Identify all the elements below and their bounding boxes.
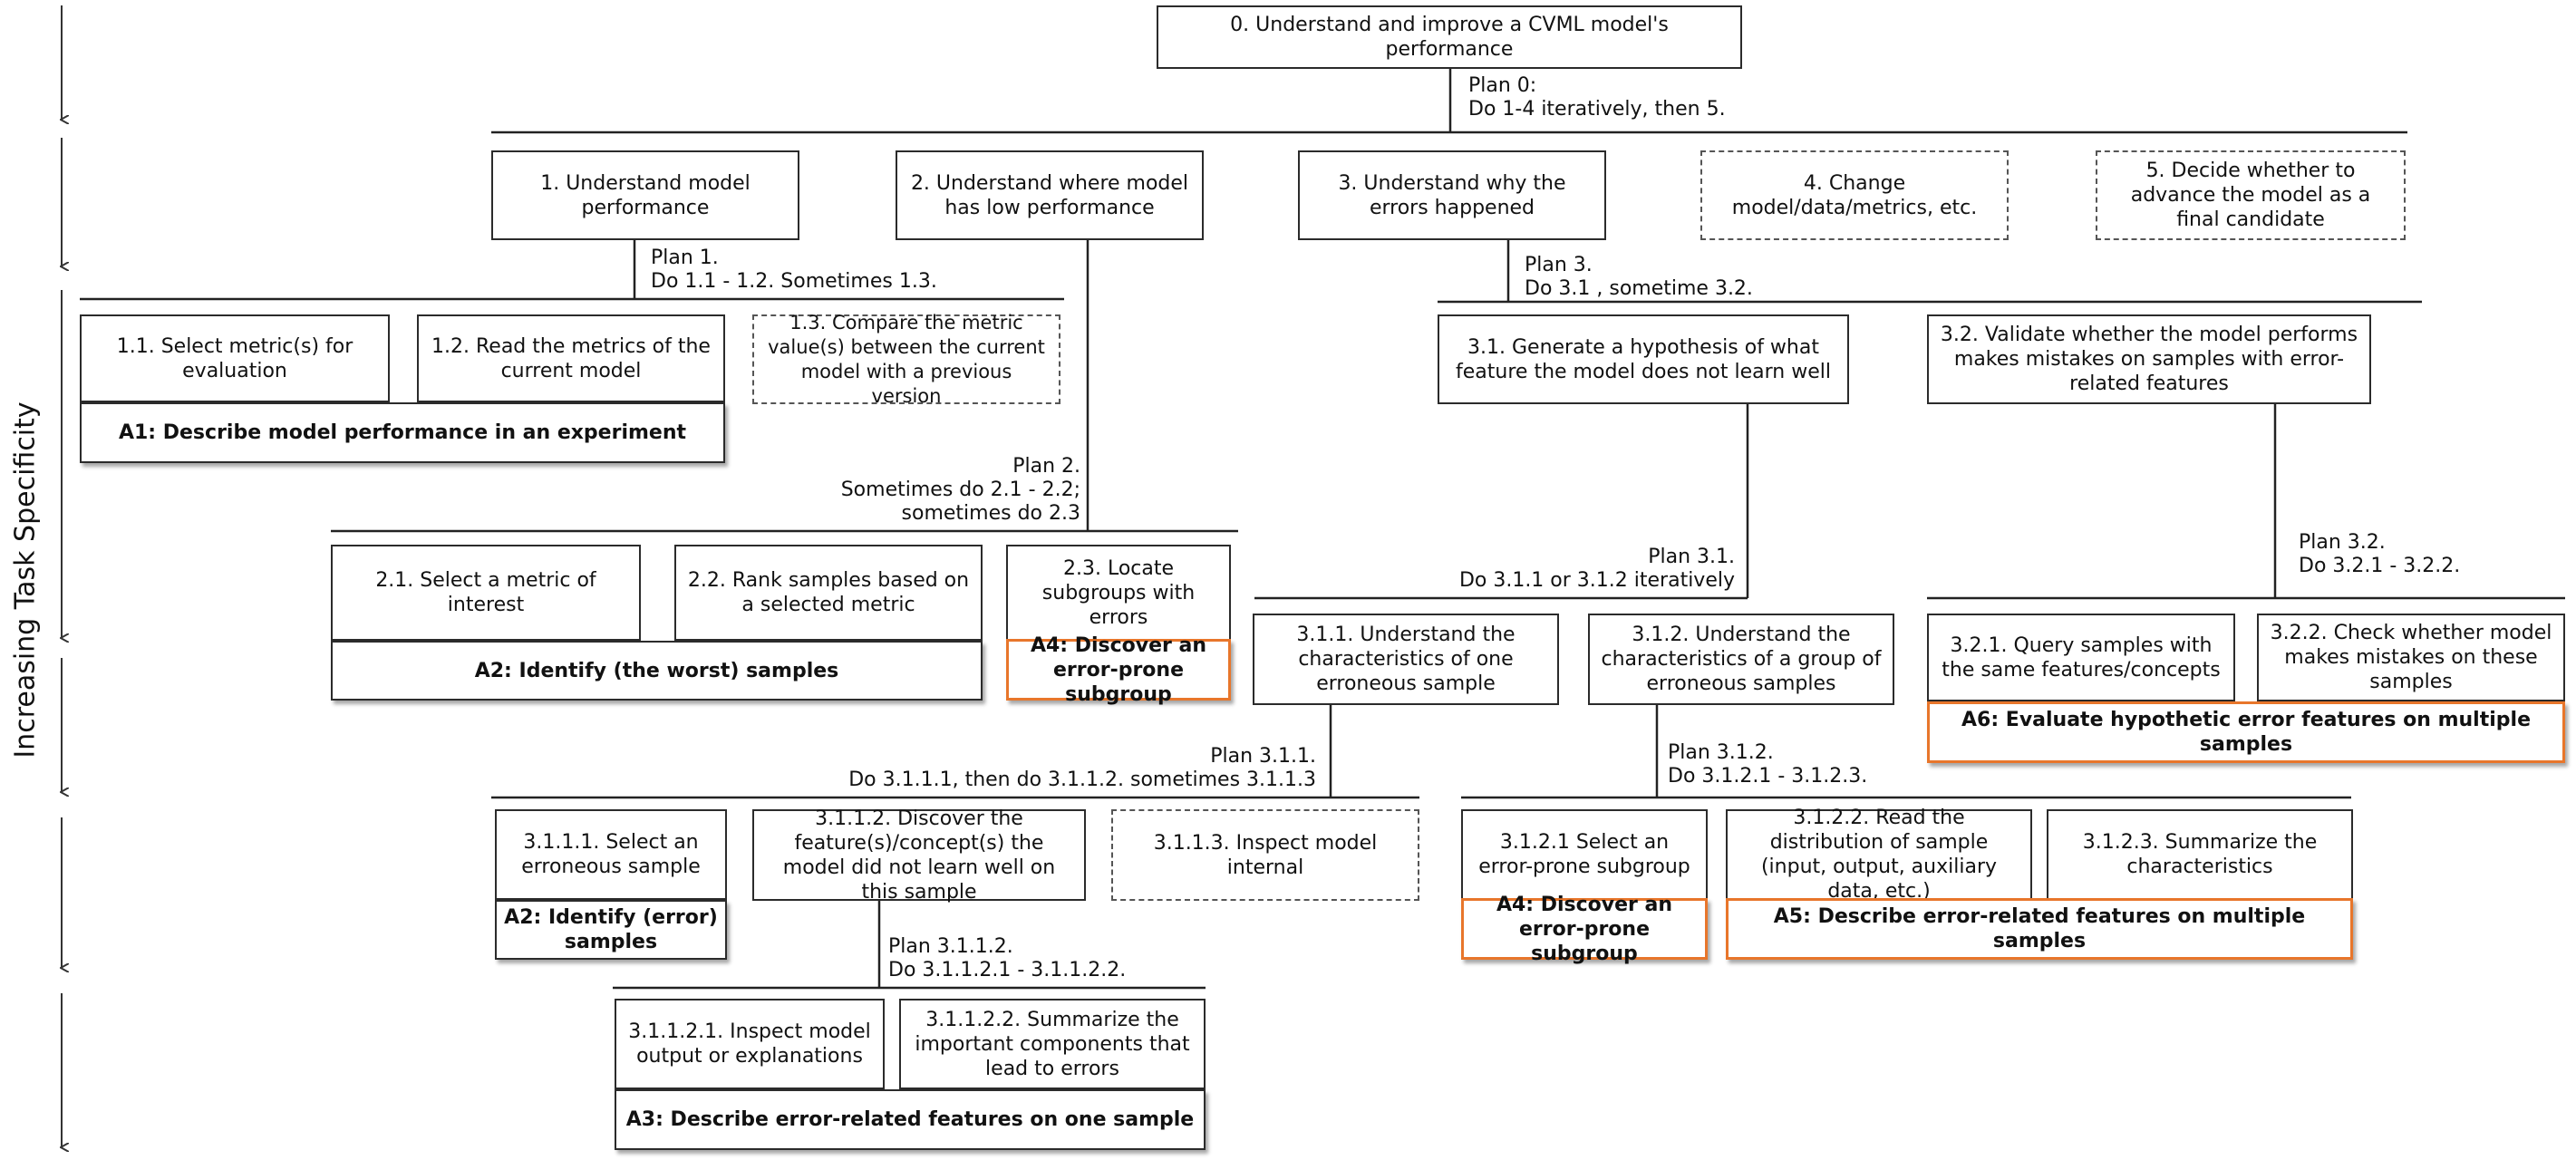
plan-3-2: Plan 3.2.Do 3.2.1 - 3.2.2. xyxy=(2299,531,2461,577)
axis-label: Increasing Task Specificity xyxy=(9,401,42,759)
plan-3-1: Plan 3.1.Do 3.1.1 or 3.1.2 iteratively xyxy=(1458,546,1735,592)
task-3-1-1-2: 3.1.1.2. Discover the feature(s)/concept… xyxy=(752,807,1086,904)
task-1-1: 1.1. Select metric(s) for evaluation xyxy=(80,314,390,402)
task-3-1-2-2: 3.1.2.2. Read the distribution of sample… xyxy=(1726,807,2032,903)
task-3-2-1: 3.2.1. Query samples with the same featu… xyxy=(1927,614,2235,701)
task-3-1-2-1: 3.1.2.1 Select an error-prone subgroup xyxy=(1461,809,1708,900)
task-2-3: 2.3. Locate subgroups with errors xyxy=(1006,545,1231,641)
task-3-1: 3.1. Generate a hypothesis of what featu… xyxy=(1438,314,1849,404)
task-0: 0. Understand and improve a CVML model's… xyxy=(1157,5,1742,69)
plan-3-1-1: Plan 3.1.1.Do 3.1.1.1, then do 3.1.1.2. … xyxy=(848,745,1316,791)
activity-a4-subgroup-2: A4: Discover an error-prone subgroup xyxy=(1461,894,1708,965)
plan-3: Plan 3.Do 3.1 , sometime 3.2. xyxy=(1525,254,1753,300)
activity-a2-error: A2: Identify (error) samples xyxy=(495,900,727,960)
activity-a5: A5: Describe error-related features on m… xyxy=(1726,898,2353,960)
task-3-1-1: 3.1.1. Understand the characteristics of… xyxy=(1253,614,1559,705)
task-1-2: 1.2. Read the metrics of the current mod… xyxy=(417,314,725,402)
task-3-1-1-1: 3.1.1.1. Select an erroneous sample xyxy=(495,809,727,900)
activity-a3: A3: Describe error-related features on o… xyxy=(615,1089,1206,1150)
task-2: 2. Understand where model has low perfor… xyxy=(896,150,1204,240)
activity-a4-subgroup: A4: Discover an error-prone subgroup xyxy=(1006,634,1231,706)
plan-3-1-1-2: Plan 3.1.1.2.Do 3.1.1.2.1 - 3.1.1.2.2. xyxy=(888,935,1127,981)
activity-a1: A1: Describe model performance in an exp… xyxy=(80,402,725,463)
task-5: 5. Decide whether to advance the model a… xyxy=(2096,150,2406,240)
task-2-1: 2.1. Select a metric of interest xyxy=(331,545,641,641)
task-3-1-1-2-2: 3.1.1.2.2. Summarize the important compo… xyxy=(899,999,1206,1089)
plan-2: Plan 2.Sometimes do 2.1 - 2.2;sometimes … xyxy=(840,455,1080,525)
task-2-2: 2.2. Rank samples based on a selected me… xyxy=(674,545,983,641)
activity-a2-worst: A2: Identify (the worst) samples xyxy=(331,641,983,701)
activity-a6: A6: Evaluate hypothetic error features o… xyxy=(1927,701,2565,763)
task-1-3: 1.3. Compare the metric value(s) between… xyxy=(752,312,1060,407)
task-3-1-2: 3.1.2. Understand the characteristics of… xyxy=(1588,614,1894,705)
task-3-1-1-3: 3.1.1.3. Inspect model internal xyxy=(1111,809,1419,901)
task-3-1-1-2-1: 3.1.1.2.1. Inspect model output or expla… xyxy=(615,999,885,1089)
task-1: 1. Understand model performance xyxy=(491,150,799,240)
plan-0: Plan 0:Do 1-4 iteratively, then 5. xyxy=(1468,74,1726,121)
plan-1: Plan 1.Do 1.1 - 1.2. Sometimes 1.3. xyxy=(651,246,937,293)
task-3-2: 3.2. Validate whether the model performs… xyxy=(1927,314,2371,404)
plan-3-1-2: Plan 3.1.2.Do 3.1.2.1 - 3.1.2.3. xyxy=(1668,741,1868,788)
task-3-1-2-3: 3.1.2.3. Summarize the characteristics xyxy=(2047,809,2353,900)
task-3-2-2: 3.2.2. Check whether model makes mistake… xyxy=(2257,614,2565,701)
task-4: 4. Change model/data/metrics, etc. xyxy=(1700,150,2009,240)
task-3: 3. Understand why the errors happened xyxy=(1298,150,1606,240)
